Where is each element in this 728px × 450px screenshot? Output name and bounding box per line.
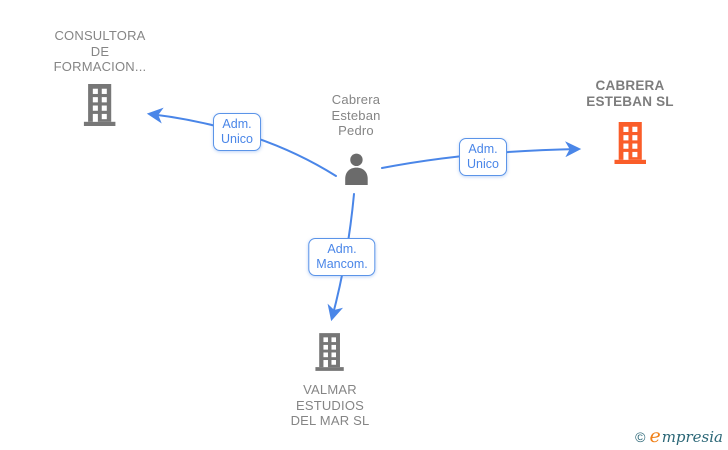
- company-node-cabrera-esteban-sl[interactable]: CABRERA ESTEBAN SL: [586, 78, 674, 169]
- person-icon: [341, 153, 371, 190]
- company-node-consultora[interactable]: CONSULTORA DE FORMACION...: [54, 28, 147, 131]
- building-icon: [313, 333, 347, 376]
- person-name: Cabrera Esteban Pedro: [331, 92, 381, 138]
- company-name-consultora: CONSULTORA DE FORMACION...: [53, 28, 147, 74]
- copyright-symbol: ©: [635, 429, 646, 445]
- building-icon-highlighted: [611, 122, 649, 169]
- brand-letter-e: e: [649, 425, 661, 447]
- edge-label-adm-unico-right[interactable]: Adm. Unico: [459, 138, 507, 176]
- empresia-logo[interactable]: © e mpresia: [635, 425, 723, 447]
- company-name-valmar: VALMAR ESTUDIOS DEL MAR SL: [290, 382, 370, 428]
- brand-name-rest: mpresia: [661, 428, 723, 446]
- edge-label-adm-mancom[interactable]: Adm. Mancom.: [308, 238, 376, 276]
- person-node-cabrera-esteban-pedro[interactable]: Cabrera Esteban Pedro: [331, 92, 380, 190]
- company-node-valmar[interactable]: VALMAR ESTUDIOS DEL MAR SL: [291, 333, 370, 429]
- building-icon: [81, 83, 119, 131]
- company-name-cabrera-esteban-sl: CABRERA ESTEBAN SL: [586, 78, 674, 109]
- edge-label-adm-unico-left[interactable]: Adm. Unico: [213, 113, 261, 151]
